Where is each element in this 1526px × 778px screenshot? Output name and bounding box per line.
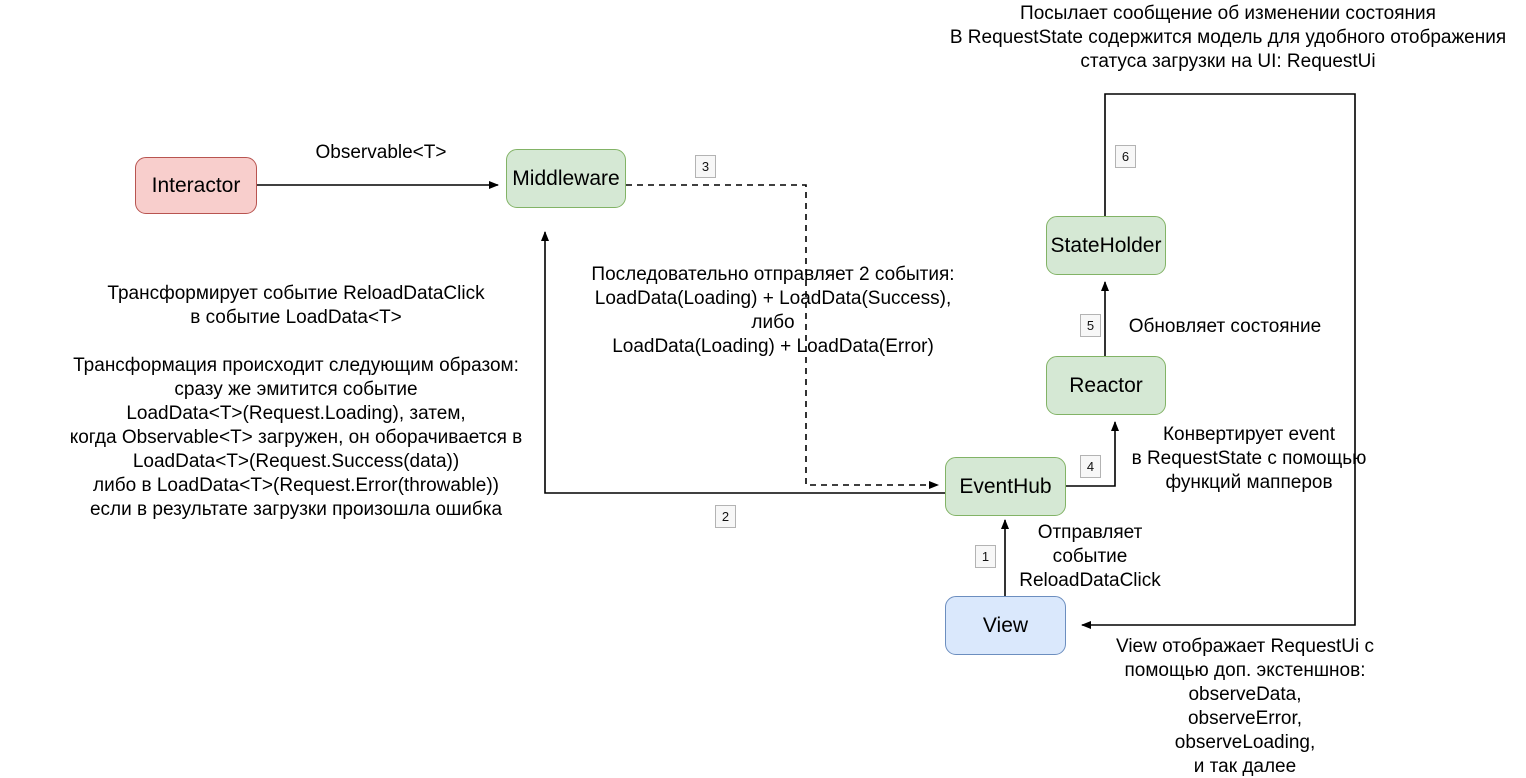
step-badge-3: 3: [695, 155, 716, 178]
node-middleware-label: Middleware: [512, 166, 620, 190]
note-middleware-transform: Трансформирует событие ReloadDataClick в…: [107, 283, 485, 328]
node-interactor-label: Interactor: [151, 173, 241, 197]
node-stateholder[interactable]: StateHolder: [1046, 216, 1166, 275]
node-eventhub-label: EventHub: [959, 474, 1052, 498]
node-interactor[interactable]: Interactor: [135, 157, 257, 214]
step-badge-4: 4: [1080, 455, 1101, 478]
node-view-label: View: [982, 613, 1029, 637]
note-reactor-converts: Конвертирует event в RequestState с помо…: [1131, 424, 1367, 493]
note-view-renders: View отображает RequestUi с помощью доп.…: [1115, 636, 1375, 777]
step-badge-1: 1: [975, 545, 996, 568]
step-badge-6: 6: [1115, 145, 1136, 168]
node-eventhub[interactable]: EventHub: [945, 457, 1066, 516]
edge-label-observable: Observable<T>: [315, 142, 447, 163]
top-note: Посылает сообщение об изменении состояни…: [949, 3, 1507, 72]
node-middleware[interactable]: Middleware: [506, 149, 626, 208]
step-badge-5: 5: [1080, 314, 1101, 337]
note-updates-state: Обновляет состояние: [1128, 316, 1322, 337]
node-view[interactable]: View: [945, 596, 1066, 655]
step-badge-2: 2: [715, 505, 736, 528]
note-middleware-emits: Последовательно отправляет 2 события: Lo…: [591, 264, 955, 357]
node-stateholder-label: StateHolder: [1050, 233, 1162, 257]
note-eventhub-sends: Отправляет событие ReloadDataClick: [1019, 522, 1161, 591]
node-reactor[interactable]: Reactor: [1046, 356, 1166, 415]
note-middleware-transform-details: Трансформация происходит следующим образ…: [69, 355, 523, 520]
node-reactor-label: Reactor: [1069, 373, 1143, 397]
